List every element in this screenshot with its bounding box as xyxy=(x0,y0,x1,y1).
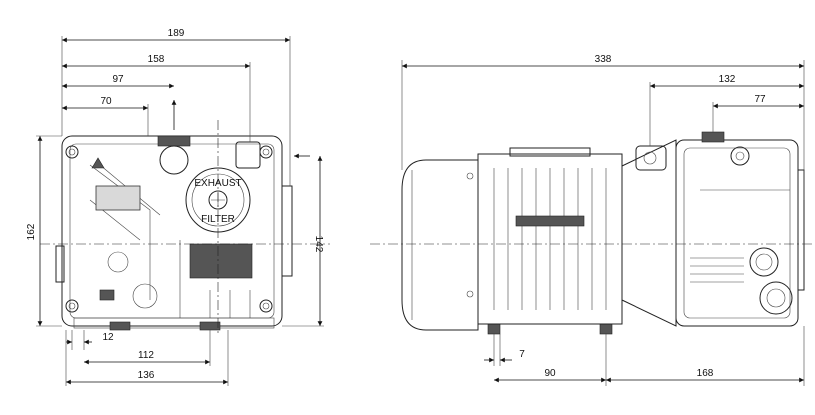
front-view: EXHAUST FILTER 189 158 97 xyxy=(26,28,330,386)
dim-142: 142 xyxy=(282,156,324,327)
motor-body xyxy=(466,147,623,335)
motor-fan-cover xyxy=(401,159,479,331)
dim-90-label: 90 xyxy=(544,368,556,379)
dim-338-label: 338 xyxy=(595,54,612,65)
dim-136-label: 136 xyxy=(138,370,155,381)
dim-12-label: 12 xyxy=(102,332,114,343)
dim-70: 70 xyxy=(62,96,149,136)
dim-168-label: 168 xyxy=(697,368,714,379)
dim-70-label: 70 xyxy=(100,96,112,107)
dim-136: 136 xyxy=(65,330,229,386)
dim-189-label: 189 xyxy=(168,28,185,39)
dim-90: 90 xyxy=(494,334,607,386)
pump-housing xyxy=(675,131,805,327)
side-view: 338 132 77 7 90 168 xyxy=(370,54,812,386)
dim-168: 168 xyxy=(606,326,805,386)
pump-front-body xyxy=(55,135,293,331)
dim-112-label: 112 xyxy=(138,350,154,361)
dim-338: 338 xyxy=(402,54,804,69)
dim-142-label: 142 xyxy=(313,236,324,253)
dim-97-label: 97 xyxy=(112,74,124,85)
dim-7-label: 7 xyxy=(519,349,525,360)
coupling-adapter xyxy=(621,139,677,327)
dim-158: 158 xyxy=(62,54,251,142)
dim-7: 7 xyxy=(484,334,525,366)
dim-12: 12 xyxy=(66,330,114,350)
dim-162: 162 xyxy=(26,135,62,327)
warning-symbol-icon xyxy=(91,157,105,169)
oil-symbol-icon xyxy=(99,289,115,301)
dim-162-label: 162 xyxy=(26,223,37,240)
dim-132-label: 132 xyxy=(719,74,736,85)
dim-77: 77 xyxy=(712,94,804,132)
dim-112: 112 xyxy=(84,330,211,366)
dim-97: 97 xyxy=(62,74,174,89)
dim-158-label: 158 xyxy=(148,54,165,65)
dim-77-label: 77 xyxy=(754,94,766,105)
dim-132: 132 xyxy=(649,74,804,146)
